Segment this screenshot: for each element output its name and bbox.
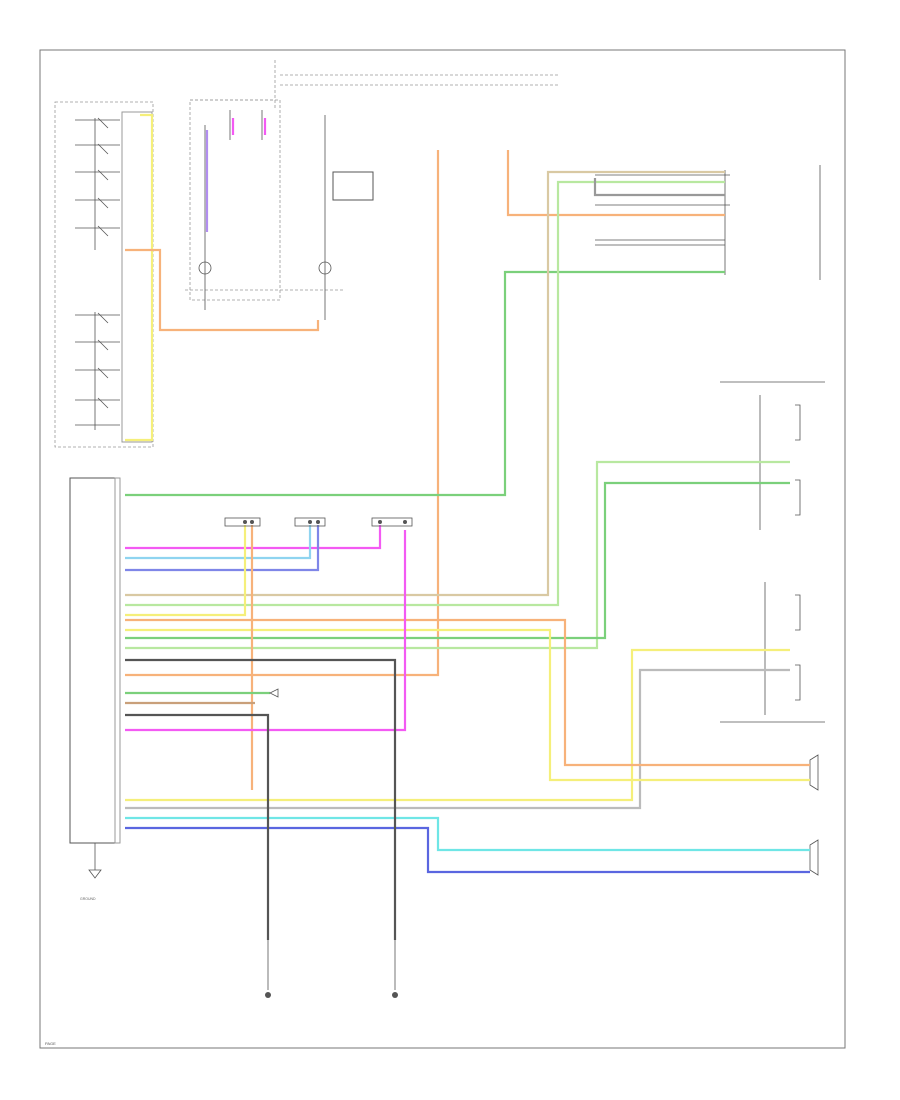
wire-blue-radio [125, 525, 320, 572]
wire-blue-rr-speaker [125, 826, 810, 874]
wire-yellow-lr-speaker [125, 628, 810, 782]
wire-yellow-mid [125, 525, 247, 617]
wire-cyan-rr-speaker [125, 816, 810, 852]
right-front-speaker [720, 381, 825, 530]
steering-wheel-controls [54, 101, 154, 448]
ground-label: GROUND [80, 897, 96, 901]
ground-left [265, 940, 271, 998]
wire-yellow-lf-speaker [125, 648, 790, 802]
ground-right [392, 940, 398, 998]
upper-switch-stack [75, 117, 120, 250]
wire-yellow-steering [125, 113, 154, 442]
wire-gray-connector [593, 178, 725, 197]
wire-tan-connector [125, 170, 725, 597]
antenna-icon [88, 869, 102, 879]
wire-pink-mid [125, 530, 407, 732]
wire-gray-ground-right [125, 658, 397, 940]
diagram-frame [39, 49, 846, 1049]
wire-gray-lf-speaker [125, 668, 790, 810]
wire-light-blue-radio [125, 525, 312, 560]
right-connector-block [595, 165, 821, 280]
wire-orange-lr-speaker [125, 618, 810, 767]
wire-light-green-rf-speaker [125, 481, 790, 640]
connector-markers [224, 517, 413, 698]
wire-orange-main [125, 150, 440, 677]
wire-gray-ground-left [125, 713, 270, 940]
wire-pink-radio [125, 525, 382, 550]
wire-orange-connector [506, 150, 725, 217]
footer-label: PAGE [45, 1041, 56, 1046]
left-front-speaker [720, 582, 825, 723]
wire-orange-steering [125, 248, 320, 332]
wire-green-connector [125, 270, 725, 497]
wires [125, 113, 810, 940]
wire-light-green-connector [125, 180, 725, 607]
radio-unit [69, 477, 121, 879]
left-rear-speaker [809, 754, 819, 791]
right-rear-speaker [809, 839, 819, 876]
lower-switch-stack [75, 312, 120, 430]
wire-green-rf-speaker [125, 460, 790, 650]
fuse-relay-block [185, 60, 560, 320]
